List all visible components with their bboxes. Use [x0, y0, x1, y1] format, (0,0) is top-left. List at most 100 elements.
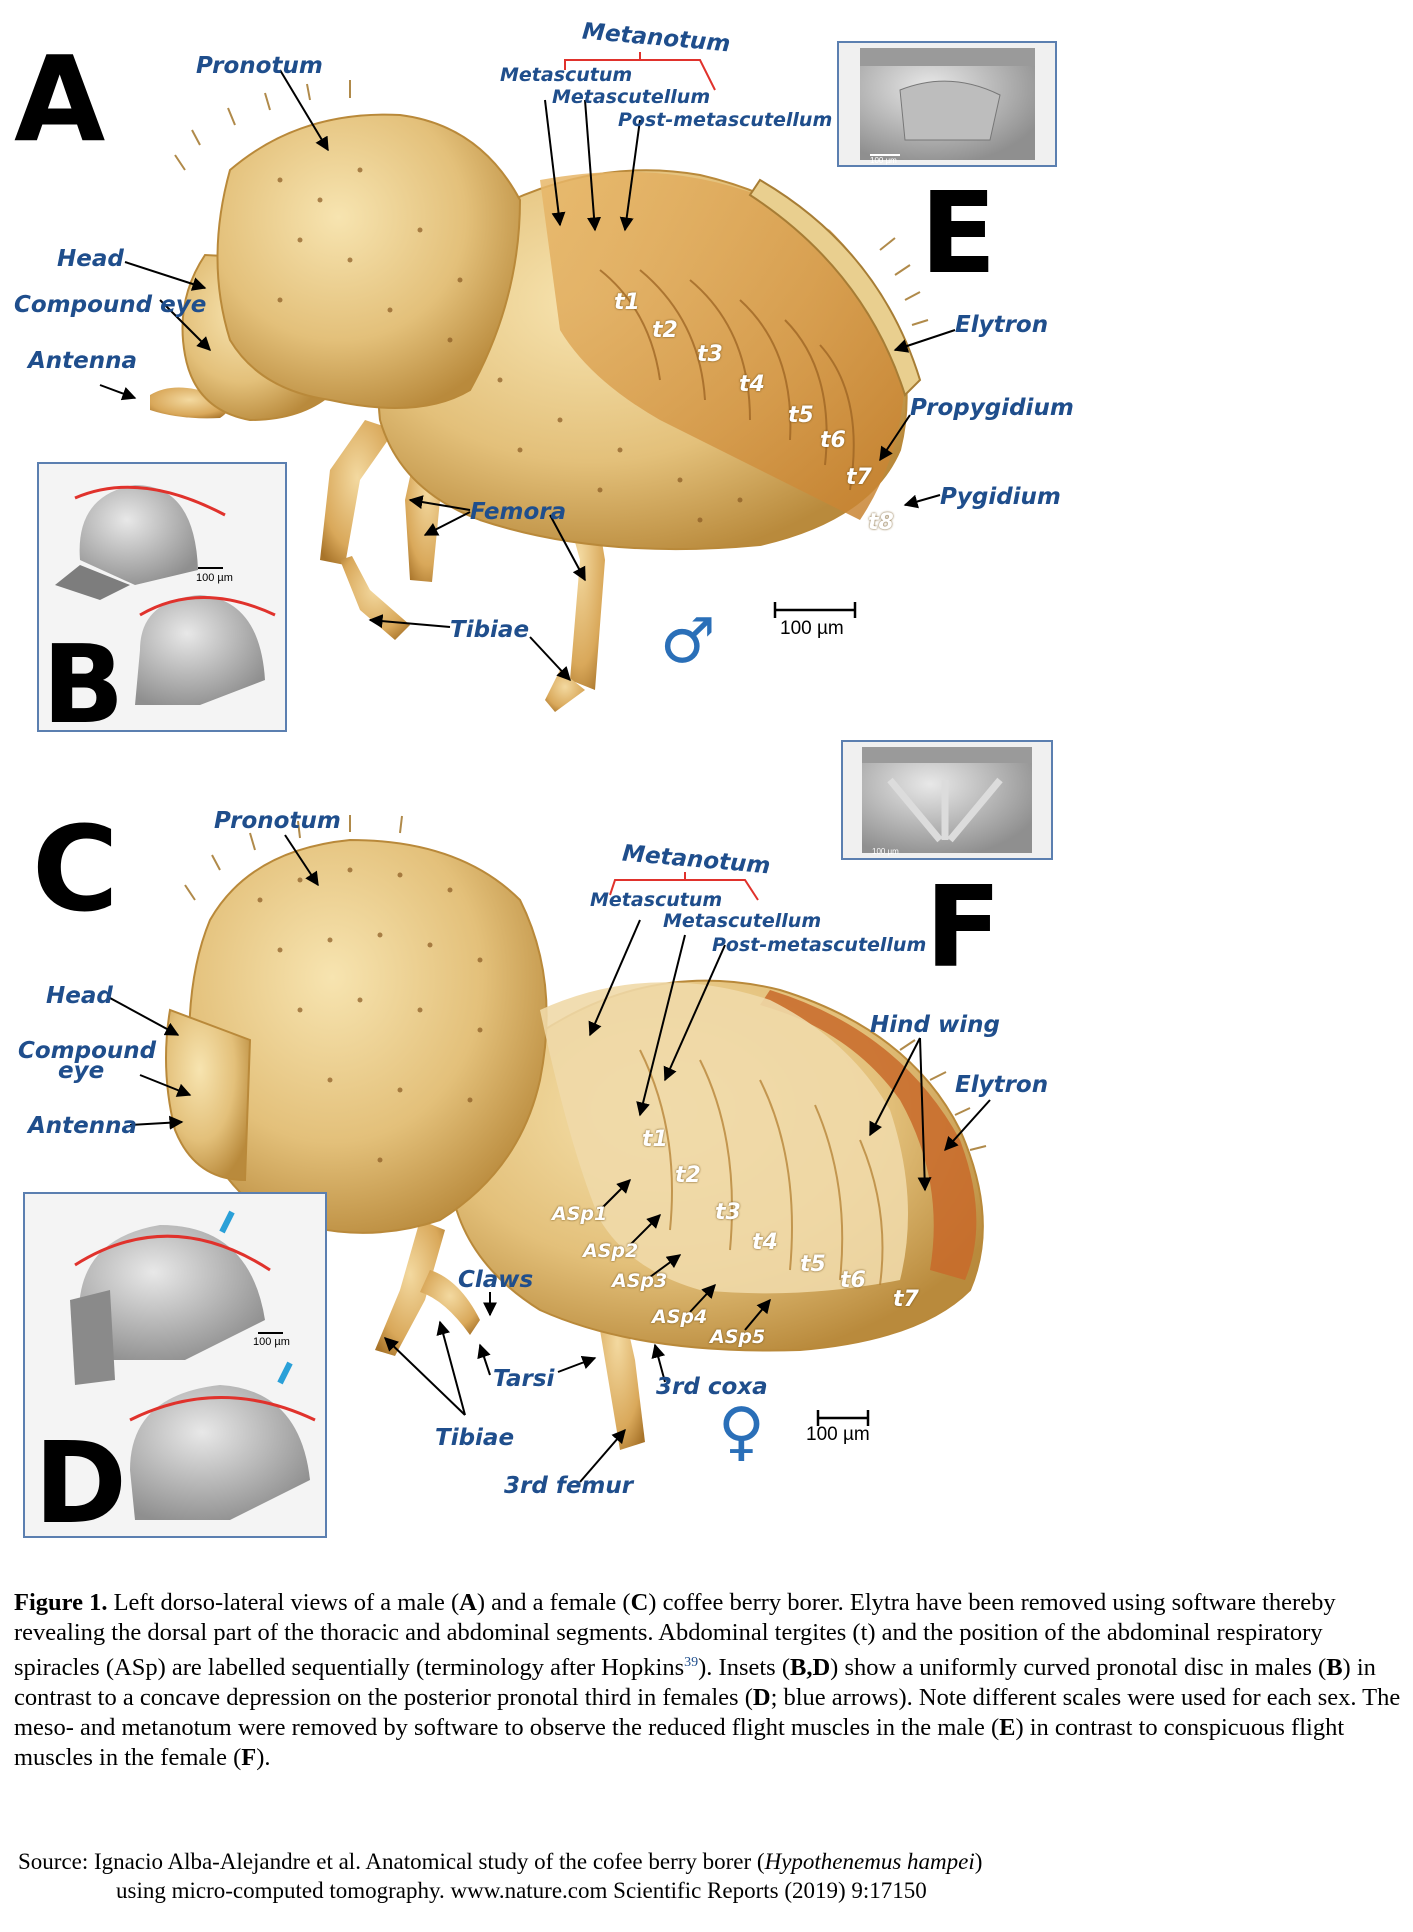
caption-text-9: ).: [256, 1744, 271, 1772]
female-tergite-t3: t3: [715, 1200, 741, 1225]
caption-label: Figure 1.: [14, 1589, 108, 1616]
male-tergite-t6: t6: [820, 428, 846, 453]
inset-e-image: [837, 41, 1057, 167]
label-male-head: Head: [57, 246, 124, 272]
female-spiracle-asp2: ASp2: [583, 1240, 639, 1262]
caption-ref-c: C: [630, 1589, 649, 1616]
female-spiracle-asp1: ASp1: [552, 1203, 608, 1225]
inset-b-scale: 100 µm: [196, 572, 233, 584]
male-scale-label: 100 µm: [780, 618, 844, 639]
label-male-metascutellum: Metascutellum: [552, 86, 711, 108]
caption-ref-a: A: [459, 1589, 477, 1616]
source-text-3: using micro-computed tomography. www.nat…: [116, 1878, 927, 1903]
label-female-third-coxa: 3rd coxa: [656, 1374, 768, 1400]
label-female-pronotum: Pronotum: [214, 808, 341, 834]
male-tergite-t8: t8: [868, 510, 894, 535]
inset-d-image: [23, 1192, 327, 1538]
female-leg-1: [375, 1220, 445, 1356]
male-metanotum-bracket: [564, 59, 716, 91]
caption-text-2: ) and a female (: [476, 1589, 631, 1616]
male-leg-1: [320, 420, 395, 565]
source-text-1: Source: Ignacio Alba-Alejandre et al. An…: [18, 1849, 765, 1874]
caption-ref-f: F: [241, 1744, 257, 1772]
panel-letter-c: C: [32, 800, 119, 938]
male-tarsus-1: [340, 556, 410, 640]
caption-ref-b: B: [1326, 1654, 1343, 1682]
label-male-pygidium: Pygidium: [940, 484, 1061, 510]
panel-letter-e: E: [920, 169, 997, 299]
female-symbol: ♀: [718, 1395, 765, 1469]
panel-letter-d: D: [34, 1419, 127, 1549]
label-male-post-metascutellum: Post-metascutellum: [618, 109, 833, 131]
caption-text-1: Left dorso-lateral views of a male (: [107, 1589, 460, 1616]
female-tergite-t7: t7: [893, 1287, 919, 1312]
caption-text-8: ) in contrast to conspicuous flight musc…: [14, 1714, 1345, 1772]
label-female-compound: Compound: [18, 1038, 157, 1064]
source-species: Hypothenemus hampei: [764, 1849, 975, 1874]
female-scale-label: 100 µm: [806, 1424, 870, 1445]
female-tergite-t5: t5: [800, 1252, 826, 1277]
label-female-antenna: Antenna: [28, 1113, 138, 1139]
source-text-2: ): [974, 1849, 983, 1874]
panel-letter-f: F: [925, 863, 1002, 993]
female-beetle-render: [165, 815, 987, 1450]
female-spiracle-asp5: ASp5: [710, 1326, 766, 1348]
caption-ref-e: E: [999, 1714, 1016, 1742]
inset-b-image: [37, 462, 287, 732]
female-leg-2: [420, 1270, 480, 1335]
male-tergite-t5: t5: [788, 403, 814, 428]
label-male-pronotum: Pronotum: [196, 53, 323, 79]
figure: A B C D E F Pronotum Metanotum Metascutu…: [14, 19, 1074, 1549]
female-metanotum-bracket: [609, 879, 759, 901]
caption-ref-d: D: [752, 1684, 771, 1712]
label-male-metascutum: Metascutum: [500, 64, 633, 86]
inset-f-scale: 100 µm: [872, 847, 899, 856]
panel-letter-a: A: [14, 30, 106, 168]
label-female-claws: Claws: [458, 1267, 534, 1293]
label-female-hind-wing: Hind wing: [870, 1012, 1000, 1038]
figure-caption: Figure 1. Left dorso-lateral views of a …: [14, 1588, 1409, 1773]
female-spiracle-asp3: ASp3: [612, 1270, 668, 1292]
label-female-post-metascutellum: Post-metascutellum: [712, 934, 927, 956]
label-female-third-femur: 3rd femur: [504, 1473, 634, 1499]
caption-text-7: ; blue arrows). Note different scales we…: [14, 1684, 1401, 1742]
inset-d-scale: 100 µm: [253, 1336, 290, 1348]
label-male-femora: Femora: [470, 499, 567, 525]
male-beetle-render: [150, 80, 929, 712]
label-female-metascutellum: Metascutellum: [663, 910, 822, 932]
male-symbol: ♂: [660, 604, 716, 677]
female-tergite-t2: t2: [675, 1163, 701, 1188]
inset-f-image: [841, 740, 1053, 860]
caption-text-6: ) in contrast to a concave depression on…: [14, 1654, 1376, 1712]
source-note: Source: Ignacio Alba-Alejandre et al. An…: [18, 1847, 1408, 1905]
label-male-compound-eye: Compound eye: [14, 292, 207, 318]
caption-text-5: ) show a uniformly curved pronotal disc …: [830, 1654, 1327, 1682]
label-female-elytron: Elytron: [955, 1072, 1049, 1098]
label-male-tibiae: Tibiae: [450, 617, 530, 643]
label-male-elytron: Elytron: [955, 312, 1049, 338]
label-female-tibiae: Tibiae: [435, 1425, 515, 1451]
male-tergite-t3: t3: [697, 342, 723, 367]
female-spiracle-asp4: ASp4: [652, 1306, 708, 1328]
label-male-propygidium: Propygidium: [910, 395, 1074, 421]
caption-citation[interactable]: 39: [684, 1655, 699, 1670]
male-tergite-t4: t4: [739, 372, 765, 397]
panel-letter-b: B: [42, 623, 125, 748]
male-tergite-t1: t1: [614, 290, 640, 315]
label-female-metascutum: Metascutum: [590, 889, 723, 911]
male-leader-lines: [99, 69, 956, 682]
label-female-tarsi: Tarsi: [493, 1366, 555, 1392]
female-tergite-t1: t1: [642, 1127, 668, 1152]
caption-text-4: ). Insets (: [698, 1654, 790, 1682]
figure-artwork: [23, 41, 1057, 1538]
male-tergite-t7: t7: [846, 465, 872, 490]
male-tarsus-3: [545, 670, 585, 712]
female-tergite-t4: t4: [752, 1230, 778, 1255]
male-scale-bar: [773, 602, 857, 618]
inset-e-scale: 100 µm: [870, 156, 897, 165]
female-leader-lines: [109, 834, 991, 1483]
label-female-head: Head: [46, 983, 113, 1009]
female-scale-bar: [816, 1410, 870, 1426]
female-tergite-t6: t6: [840, 1268, 866, 1293]
caption-ref-bd: B,D: [790, 1654, 831, 1682]
